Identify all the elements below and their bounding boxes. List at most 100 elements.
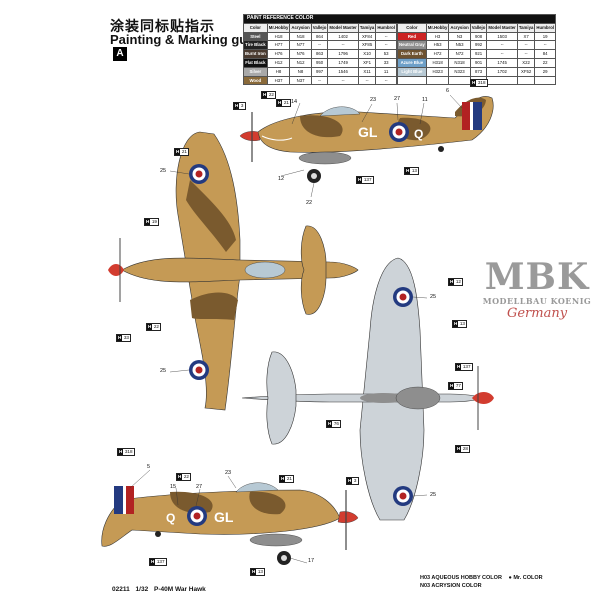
table-separator: [396, 76, 398, 85]
spinner-top-view: [108, 264, 124, 276]
callout-23-bottom: 23: [225, 470, 232, 476]
spinner-underside: [472, 392, 494, 404]
callout-25-wing-top: 25: [160, 168, 167, 174]
callout-25-underwing-bottom: 25: [430, 492, 437, 498]
fin-flash-red: [462, 102, 470, 130]
legend-acrysion: N03 ACRYSION COLOR: [420, 583, 482, 589]
code-gl-top: GL: [358, 124, 378, 140]
paint-reference-table: PAINT REFERENCE COLOR Color Mr.Hobby Acr…: [242, 14, 557, 86]
code-q-top: Q: [414, 127, 423, 141]
callout-5: 5: [147, 464, 151, 470]
paint-swatch: Wood: [243, 75, 268, 86]
callout-11: 11: [422, 97, 428, 103]
drop-tank: [298, 151, 352, 165]
footer-code: 02211: [112, 586, 130, 593]
tail-wheel: [438, 146, 444, 152]
table-separator: [396, 49, 398, 59]
watermark-country: Germany: [506, 306, 568, 321]
callout-25-wing-bottom: 25: [160, 368, 167, 374]
canopy-bottom: [235, 482, 279, 493]
callout-23: 23: [370, 97, 377, 103]
radiator-underside: [395, 386, 441, 410]
legend-aqueous: H03 AQUEOUS HOBBY COLOR ● Mr. COLOR: [420, 575, 543, 581]
wing-roundel-upper: [189, 164, 209, 184]
fuselage-roundel-top: [389, 122, 409, 142]
watermark: MBK MODELLBAU KOENIG Germany: [482, 258, 592, 321]
callout-27-bottom: 27: [196, 484, 203, 490]
shark-mouth: [261, 135, 293, 141]
callout-27: 27: [394, 96, 401, 102]
roundel-underwing-top: [393, 287, 413, 307]
footer-scale: 1/32: [135, 586, 149, 593]
legend-key-acrysion: N03: [420, 583, 431, 589]
wheel-hub: [281, 555, 287, 561]
paint-acry-cell: N37: [289, 75, 312, 86]
callout-15: 15: [170, 484, 177, 490]
fin-flash-blue: [473, 102, 482, 130]
camo-patch: [300, 115, 343, 138]
table-separator: [396, 40, 398, 50]
legend-label-mrcolor: Mr. COLOR: [513, 575, 543, 581]
spinner-red: [239, 131, 261, 141]
footer-name: P-40M War Hawk: [154, 586, 206, 593]
wing-roundel-lower: [189, 360, 209, 380]
camo-patch: [190, 292, 238, 320]
code-q-bottom: Q: [166, 511, 175, 525]
callout-leaders: [129, 94, 463, 564]
guide-title-chinese: 涂装同标贴指示: [110, 19, 215, 35]
fuselage-roundel-bottom: [187, 506, 207, 526]
callout-6: 6: [446, 88, 450, 94]
callout-12: 12: [278, 176, 285, 182]
legend-mrcolor-icon: ●: [508, 575, 512, 581]
legend-key-aqueous: H03: [420, 575, 431, 581]
watermark-subtitle: MODELLBAU KOENIG: [482, 296, 592, 306]
tailplane-underside: [266, 351, 297, 445]
fin-flash-red: [126, 486, 134, 514]
tailplane-top-view: [300, 225, 327, 315]
canopy-top-view: [244, 261, 286, 279]
callout-25-underwing-top: 25: [430, 294, 437, 300]
table-separator: [396, 32, 398, 41]
legend-label-aqueous: AQUEOUS HOBBY COLOR: [431, 575, 502, 581]
code-gl-bottom: GL: [214, 509, 234, 525]
callout-17: 17: [308, 558, 315, 564]
fuselage-top-view: [121, 257, 359, 283]
table-separator: [396, 23, 398, 33]
guide-title-english: Painting & Marking guide: [110, 32, 267, 47]
fin-flash-white: [123, 486, 126, 514]
table-separator: [396, 58, 398, 68]
profile-letter-badge: A: [113, 47, 127, 61]
callout-14: 14: [291, 99, 298, 105]
spinner-bottom: [337, 511, 359, 523]
side-profile-top: GL Q: [239, 96, 494, 183]
footer-product: 02211 1/32 P-40M War Hawk: [112, 586, 206, 593]
top-view: [108, 131, 359, 411]
empty-cell: [397, 75, 427, 86]
watermark-logo: MBK: [484, 256, 590, 298]
